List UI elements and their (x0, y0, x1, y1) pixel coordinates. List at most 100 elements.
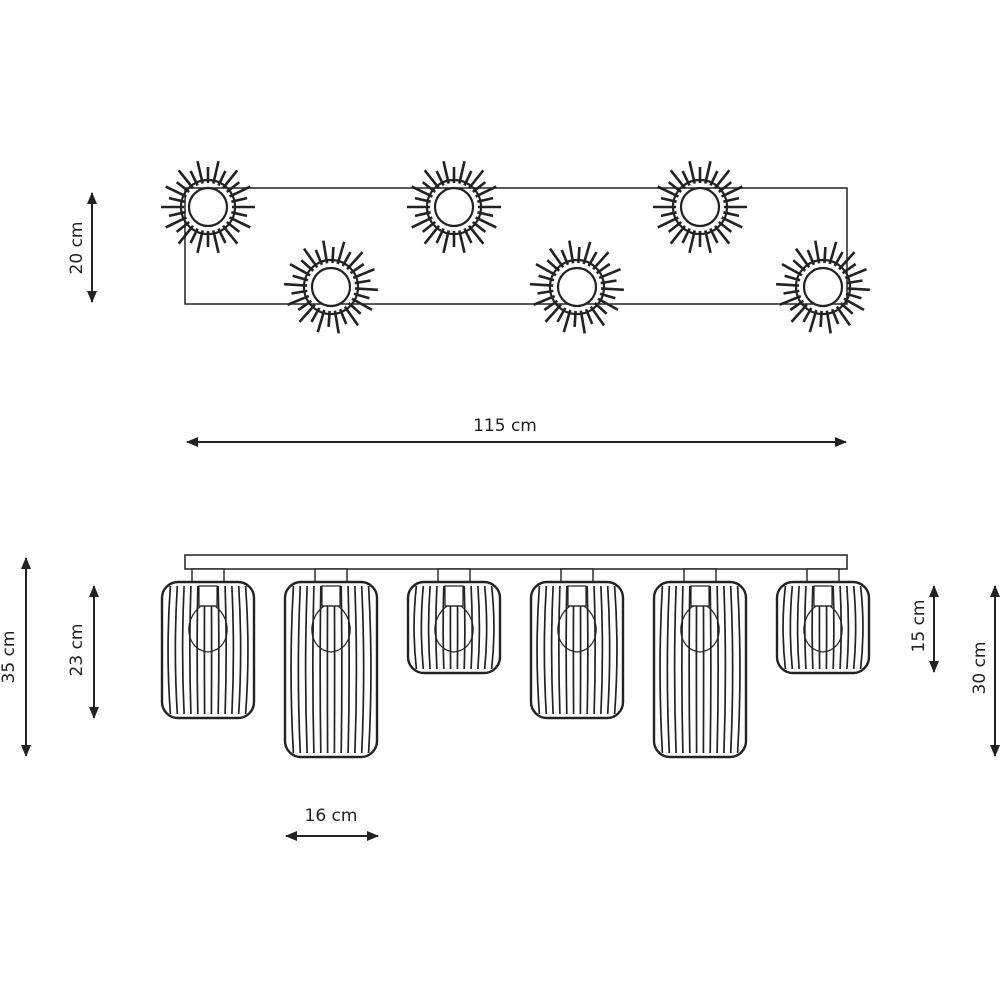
bulb-icon (680, 605, 720, 653)
bulb-socket (321, 585, 341, 607)
shade-rib (839, 585, 842, 670)
shade-rib (224, 585, 227, 715)
shade-rib (846, 585, 850, 670)
shade-height-label: 23 cm (67, 624, 87, 677)
shade-rib (312, 585, 315, 754)
shade-diameter-label: 16 cm (305, 806, 358, 826)
depth-dimension-label: 20 cm (67, 222, 87, 275)
shade-rib (852, 585, 857, 670)
shade-rib (470, 585, 473, 670)
shade-rib (181, 585, 185, 715)
shade-rib (360, 585, 365, 754)
bulb-icon (803, 605, 843, 653)
shade-rib (723, 585, 727, 754)
top-lamp-shade (161, 160, 255, 254)
shade-ring-outer (425, 178, 483, 236)
socket-ring (310, 266, 352, 308)
shade-rib (600, 585, 604, 715)
bulb-icon (188, 605, 228, 653)
front-lamp-small (775, 568, 871, 675)
shade-rib (354, 585, 358, 754)
width-dimension-label: 115 cm (473, 416, 537, 436)
mounting-plate-outline (184, 187, 848, 305)
shade-rib (244, 585, 249, 715)
bulb-socket (567, 585, 587, 607)
shade-rib (463, 585, 466, 670)
front-lamp-tall (283, 568, 379, 759)
shade-rib (442, 585, 445, 670)
top-view: 20 cm 115 cm (67, 160, 870, 447)
shade-rib (811, 585, 814, 670)
front-view: 35 cm 23 cm 15 cm 30 cm 16 cm (0, 554, 1000, 841)
shade-outline (283, 580, 379, 759)
ceiling-bar (184, 554, 848, 570)
shade-rib (413, 585, 418, 670)
shade-ring-outer (671, 178, 729, 236)
shade-rib (297, 585, 302, 754)
shade-rib (565, 585, 568, 715)
top-lamp-group (161, 160, 870, 334)
shade-rib (832, 585, 835, 670)
shade-outline (160, 580, 256, 720)
shade-rib (237, 585, 242, 715)
shade-rib (167, 585, 172, 715)
bulb-socket (198, 585, 218, 607)
shade-rib (586, 585, 589, 715)
socket-ring (556, 266, 598, 308)
shade-rib (319, 585, 322, 754)
total-height-label: 35 cm (0, 631, 19, 684)
front-lamp-tall (652, 568, 748, 759)
shade-rib (427, 585, 431, 670)
shade-rib (367, 585, 372, 754)
shade-ring-outer (302, 258, 360, 316)
shade-rib (606, 585, 611, 715)
shade-rib (435, 585, 438, 670)
shade-rib (347, 585, 350, 754)
top-lamp-shade (407, 160, 501, 254)
shade-rib (189, 585, 192, 715)
shade-rib (796, 585, 800, 670)
front-lamp-short (160, 568, 256, 720)
bulb-socket (444, 585, 464, 607)
shade-rib (782, 585, 787, 670)
top-lamp-shade (776, 240, 870, 334)
socket-ring (187, 186, 229, 228)
shade-rib (789, 585, 794, 670)
top-lamp-shade (530, 240, 624, 334)
shade-rib (340, 585, 343, 754)
shade-ring-outer (179, 178, 237, 236)
top-lamp-shade (284, 240, 378, 334)
socket-ring (679, 186, 721, 228)
shade-rib (543, 585, 548, 715)
shade-rib (550, 585, 554, 715)
small-shade-height-label: 15 cm (909, 600, 929, 653)
shade-rib (716, 585, 719, 754)
shade-rib (174, 585, 179, 715)
shade-rib (804, 585, 807, 670)
front-lamp-short (529, 568, 625, 720)
shade-rib (736, 585, 741, 754)
shade-ring-outer (794, 258, 852, 316)
shade-rib (593, 585, 596, 715)
shade-rib (729, 585, 734, 754)
socket-ring (433, 186, 475, 228)
bulb-socket (813, 585, 833, 607)
shade-ring-outer (548, 258, 606, 316)
top-lamp-shade (653, 160, 747, 254)
shade-rib (536, 585, 541, 715)
shade-rib (420, 585, 425, 670)
shade-rib (231, 585, 235, 715)
shade-rib (666, 585, 671, 754)
bulb-icon (434, 605, 474, 653)
front-lamp-small (406, 568, 502, 675)
shade-outline (529, 580, 625, 720)
shade-rib (490, 585, 495, 670)
shade-rib (613, 585, 618, 715)
shade-rib (859, 585, 864, 670)
bulb-socket (690, 585, 710, 607)
shade-rib (709, 585, 712, 754)
shade-rib (196, 585, 199, 715)
bulb-icon (311, 605, 351, 653)
shade-rib (558, 585, 561, 715)
